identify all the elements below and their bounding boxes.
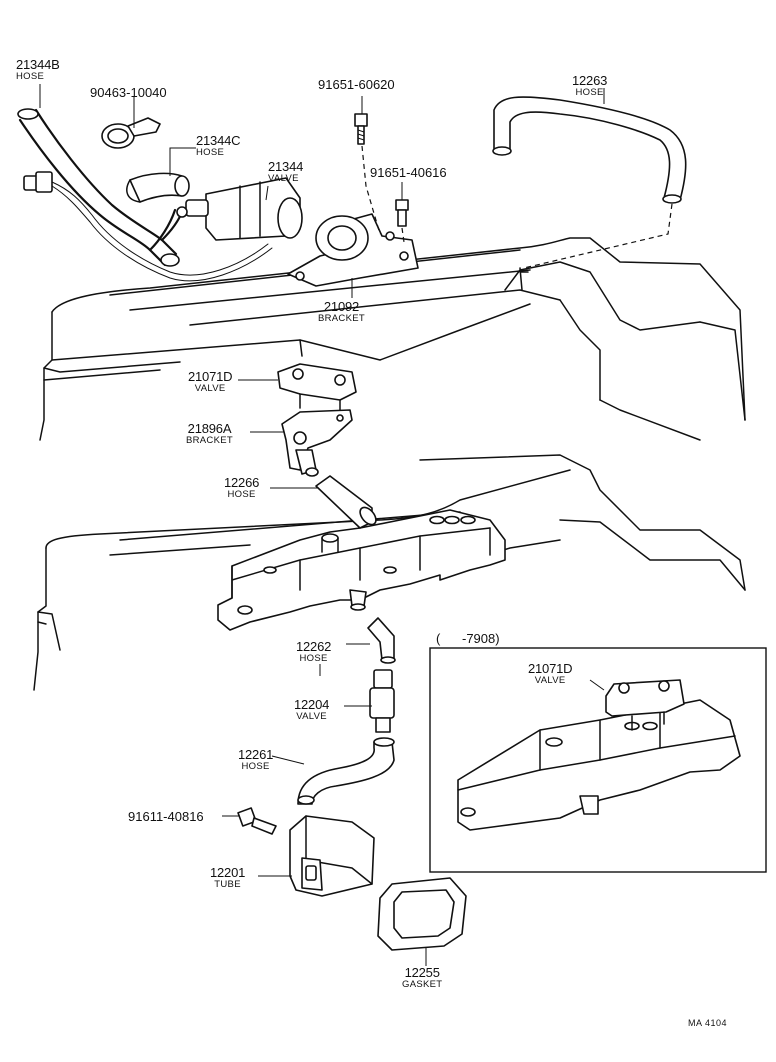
label-12204: 12204 VALVE	[294, 697, 330, 722]
valve-21071D	[277, 363, 357, 411]
label-91651-40616: 91651-40616	[370, 165, 447, 180]
dashed-line-bolt-40616	[401, 227, 405, 243]
hose-12261	[297, 737, 395, 805]
label-21344B: 21344B HOSE	[16, 57, 60, 82]
label-21896A: 21896A BRACKET	[186, 421, 233, 446]
clamp-90463-10040	[101, 117, 161, 149]
label-21344: 21344 VALVE	[268, 159, 304, 184]
dashed-line-12263	[523, 203, 673, 269]
bracket-21092	[287, 213, 419, 287]
valve-12204	[369, 669, 395, 733]
hose-21344B	[17, 108, 184, 267]
hose-12263	[492, 96, 687, 204]
label-21344C: 21344C HOSE	[196, 133, 241, 158]
label-12255: 12255 GASKET	[402, 965, 443, 990]
label-21071D-inset: 21071D VALVE	[528, 661, 573, 686]
intake-manifold	[217, 509, 506, 631]
electrical-connector	[23, 171, 273, 282]
label-91611-40816: 91611-40816	[128, 809, 204, 824]
label-12262: 12262 HOSE	[296, 639, 332, 664]
tube-12201	[289, 815, 375, 897]
upper-engine-outline	[39, 237, 746, 591]
label-91651-60620: 91651-60620	[318, 77, 395, 92]
figure-code: MA 4104	[688, 1018, 728, 1028]
bracket-21896A	[281, 409, 353, 475]
inset-box	[429, 647, 767, 873]
inset-date-label: ( -7908)	[436, 631, 500, 646]
bolt-91611-40816	[237, 807, 277, 835]
valve-21344	[176, 177, 303, 241]
gasket-12255	[377, 877, 467, 951]
label-21092: 21092 BRACKET	[318, 299, 365, 324]
bolt-91651-40616	[395, 199, 409, 227]
hose-12262	[367, 617, 396, 664]
bolt-91651-60620	[354, 113, 368, 145]
label-90463-10040: 90463-10040	[90, 85, 167, 100]
label-12266: 12266 HOSE	[224, 475, 260, 500]
label-12263: 12263 HOSE	[572, 73, 608, 98]
leader-lines	[39, 84, 605, 966]
label-12201: 12201 TUBE	[210, 865, 246, 890]
hose-12266	[305, 467, 377, 529]
dashed-line-bolt-60620	[361, 145, 381, 235]
hose-21344C	[126, 172, 190, 203]
label-12261: 12261 HOSE	[238, 747, 274, 772]
label-21071D: 21071D VALVE	[188, 369, 233, 394]
